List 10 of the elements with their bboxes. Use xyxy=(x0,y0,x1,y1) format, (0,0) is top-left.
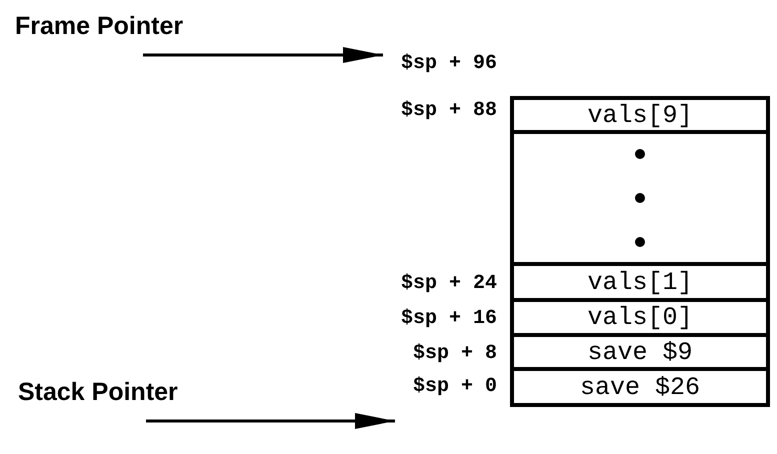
offset-label: $sp + 8 xyxy=(412,342,497,365)
arrow xyxy=(146,413,395,429)
pointer-label: Stack Pointer xyxy=(18,378,178,407)
offset-label: $sp + 24 xyxy=(400,272,497,295)
arrow xyxy=(143,47,383,63)
offset-label: $sp + 16 xyxy=(400,307,497,330)
offset-label: $sp + 88 xyxy=(400,99,497,122)
offset-label: $sp + 0 xyxy=(307,375,497,398)
offset-label: $sp + 96 xyxy=(307,52,497,75)
pointer-label: Frame Pointer xyxy=(15,12,184,41)
